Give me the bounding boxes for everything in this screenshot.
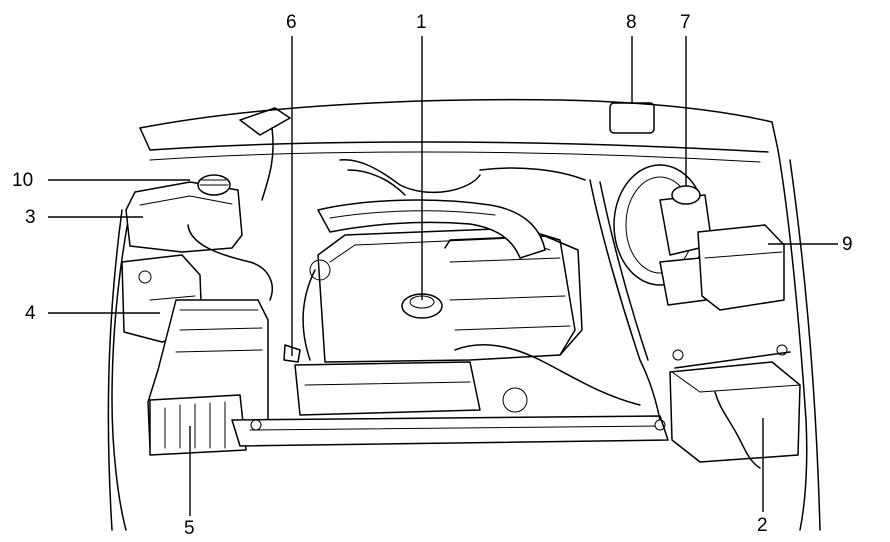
engine-block	[294, 227, 583, 416]
callout-5: 5	[184, 518, 195, 539]
callout-3: 3	[25, 207, 36, 228]
air-cleaner	[147, 299, 269, 456]
callout-9: 9	[842, 234, 853, 255]
callout-10: 10	[12, 170, 34, 191]
intake-duct	[317, 199, 546, 259]
callout-4: 4	[25, 303, 36, 324]
fuse-box	[697, 224, 785, 311]
leader-lines	[48, 36, 838, 516]
callout-1: 1	[416, 12, 427, 33]
upper-hoses	[239, 107, 661, 421]
callout-7: 7	[680, 12, 691, 33]
callout-2: 2	[757, 515, 768, 536]
callout-6: 6	[286, 12, 297, 33]
callout-8: 8	[626, 12, 637, 33]
battery	[669, 344, 801, 469]
caution-label	[609, 102, 655, 134]
front-crossmember	[231, 415, 669, 447]
oil-filler-cap	[401, 293, 443, 319]
coolant-reservoir	[125, 174, 273, 301]
